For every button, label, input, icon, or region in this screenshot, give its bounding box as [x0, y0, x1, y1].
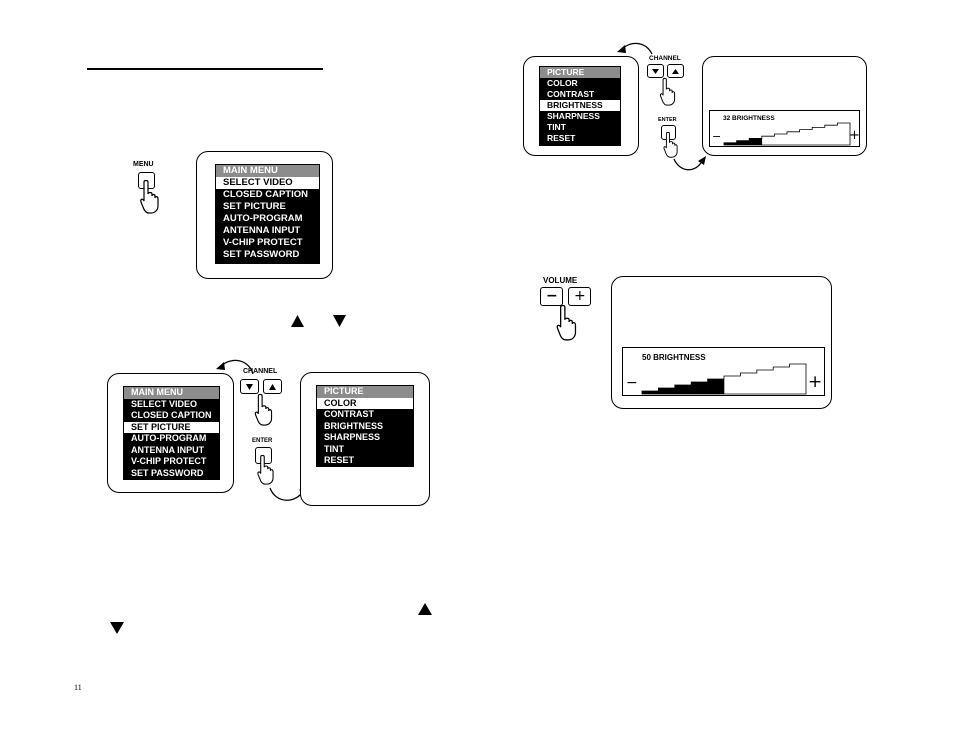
main-menu-title: MAIN MENU — [124, 387, 219, 399]
channel-up-button[interactable] — [263, 379, 282, 394]
brightness-bar-box-50: 50 BRIGHTNESS − + — [622, 347, 825, 396]
channel-label: CHANNEL — [649, 55, 681, 62]
menu-item-set-password[interactable]: SET PASSWORD — [131, 467, 204, 478]
menu-item-v-chip-protect[interactable]: V-CHIP PROTECT — [223, 237, 303, 248]
picture-menu-title: PICTURE — [317, 386, 413, 398]
picture-item-color[interactable]: COLOR — [547, 78, 578, 88]
pointing-hand-icon — [556, 304, 577, 341]
tv-screen-main-menu-set-picture: MAIN MENU SELECT VIDEO CLOSED CAPTION SE… — [107, 373, 234, 493]
volume-label: VOLUME — [543, 276, 578, 285]
tv-screen-picture-brightness: PICTURE COLOR CONTRAST BRIGHTNESS SHARPN… — [523, 56, 639, 156]
channel-label: CHANNEL — [243, 368, 278, 375]
main-menu-title: MAIN MENU — [216, 165, 319, 177]
brightness-step-filled — [658, 388, 676, 394]
menu-item-set-picture[interactable]: SET PICTURE — [124, 421, 219, 433]
menu-item-closed-caption[interactable]: CLOSED CAPTION — [223, 189, 308, 200]
brightness-step-filled — [642, 391, 659, 394]
page-number: 11 — [74, 683, 82, 692]
picture-item-tint[interactable]: TINT — [547, 122, 566, 132]
tv-screen-brightness-50: 50 BRIGHTNESS − + — [611, 276, 832, 409]
section-heading-rule — [87, 68, 323, 70]
menu-item-select-video[interactable]: SELECT VIDEO — [131, 398, 198, 409]
pointing-hand-icon — [140, 179, 159, 214]
menu-item-set-password[interactable]: SET PASSWORD — [223, 249, 300, 260]
menu-item-auto-program[interactable]: AUTO-PROGRAM — [223, 213, 303, 224]
menu-item-select-video[interactable]: SELECT VIDEO — [216, 177, 319, 189]
brightness-step-filled — [691, 382, 708, 394]
main-menu-panel: MAIN MENU SELECT VIDEO CLOSED CAPTION SE… — [215, 164, 320, 264]
minus-icon: − — [546, 288, 558, 304]
bar-minus-icon: − — [712, 130, 722, 143]
picture-item-contrast[interactable]: CONTRAST — [324, 409, 374, 419]
volume-plus-button[interactable]: + — [568, 287, 591, 306]
menu-item-v-chip-protect[interactable]: V-CHIP PROTECT — [131, 456, 207, 466]
tv-screen-brightness-32: 32 BRIGHTNESS − + — [702, 56, 867, 156]
picture-item-color[interactable]: COLOR — [317, 397, 413, 409]
enter-label: ENTER — [252, 438, 273, 444]
channel-down-button[interactable] — [647, 64, 664, 78]
curved-arrow-icon — [617, 42, 653, 55]
picture-item-reset[interactable]: RESET — [324, 455, 355, 465]
down-triangle-icon — [333, 315, 346, 327]
curved-arrow-icon — [673, 156, 706, 171]
picture-item-brightness[interactable]: BRIGHTNESS — [324, 420, 384, 431]
brightness-step-outline — [641, 363, 807, 395]
channel-down-button[interactable] — [240, 379, 259, 394]
pointing-hand-icon — [257, 454, 274, 485]
curved-arrow-icon — [216, 359, 254, 375]
bar-plus-icon: + — [808, 372, 823, 392]
down-triangle-icon — [652, 69, 659, 74]
pointing-hand-icon — [254, 393, 273, 426]
main-menu-panel-2: MAIN MENU SELECT VIDEO CLOSED CAPTION SE… — [123, 386, 220, 480]
brightness-value-label: 32 BRIGHTNESS — [723, 115, 775, 122]
picture-menu-panel-2: PICTURE COLOR CONTRAST BRIGHTNESS SHARPN… — [539, 66, 621, 146]
up-triangle-icon — [672, 69, 679, 74]
brightness-step-filled — [674, 385, 692, 394]
volume-minus-button[interactable]: − — [540, 287, 563, 306]
enter-label: ENTER — [658, 117, 677, 123]
menu-button-label: MENU — [133, 161, 154, 168]
menu-item-set-picture[interactable]: SET PICTURE — [223, 201, 286, 212]
brightness-step-outline — [723, 122, 851, 146]
up-triangle-icon — [269, 384, 276, 390]
picture-item-reset[interactable]: RESET — [547, 133, 576, 143]
brightness-step-filled — [707, 379, 725, 394]
brightness-step-filled — [724, 142, 737, 145]
down-triangle-icon — [110, 622, 124, 634]
tv-screen-picture-menu: PICTURE COLOR CONTRAST BRIGHTNESS SHARPN… — [300, 372, 430, 506]
picture-item-brightness[interactable]: BRIGHTNESS — [540, 100, 620, 111]
brightness-step-filled — [736, 140, 750, 145]
menu-item-antenna-input[interactable]: ANTENNA INPUT — [223, 225, 301, 236]
picture-item-contrast[interactable]: CONTRAST — [547, 89, 595, 99]
brightness-step-filled — [749, 138, 763, 145]
pointing-hand-icon — [659, 77, 676, 106]
menu-item-auto-program[interactable]: AUTO-PROGRAM — [131, 433, 207, 443]
up-triangle-icon — [291, 315, 304, 327]
picture-item-sharpness[interactable]: SHARPNESS — [547, 111, 600, 121]
brightness-level-bar — [723, 122, 851, 146]
plus-icon: + — [574, 288, 586, 304]
brightness-level-bar — [641, 363, 807, 395]
pointing-hand-icon — [663, 131, 678, 158]
picture-item-tint[interactable]: TINT — [324, 443, 344, 454]
down-triangle-icon — [246, 384, 253, 390]
bar-plus-icon: + — [849, 128, 860, 143]
picture-menu-panel: PICTURE COLOR CONTRAST BRIGHTNESS SHARPN… — [316, 385, 414, 467]
menu-item-closed-caption[interactable]: CLOSED CAPTION — [131, 410, 212, 420]
menu-item-antenna-input[interactable]: ANTENNA INPUT — [131, 444, 205, 455]
tv-screen-main-menu: MAIN MENU SELECT VIDEO CLOSED CAPTION SE… — [196, 151, 333, 279]
up-triangle-icon — [418, 603, 432, 615]
picture-menu-title: PICTURE — [540, 67, 620, 78]
picture-item-sharpness[interactable]: SHARPNESS — [324, 432, 381, 442]
channel-up-button[interactable] — [667, 64, 684, 78]
bar-minus-icon: − — [626, 375, 638, 391]
brightness-value-label: 50 BRIGHTNESS — [642, 353, 706, 362]
brightness-bar-box-32: 32 BRIGHTNESS − + — [709, 110, 860, 147]
